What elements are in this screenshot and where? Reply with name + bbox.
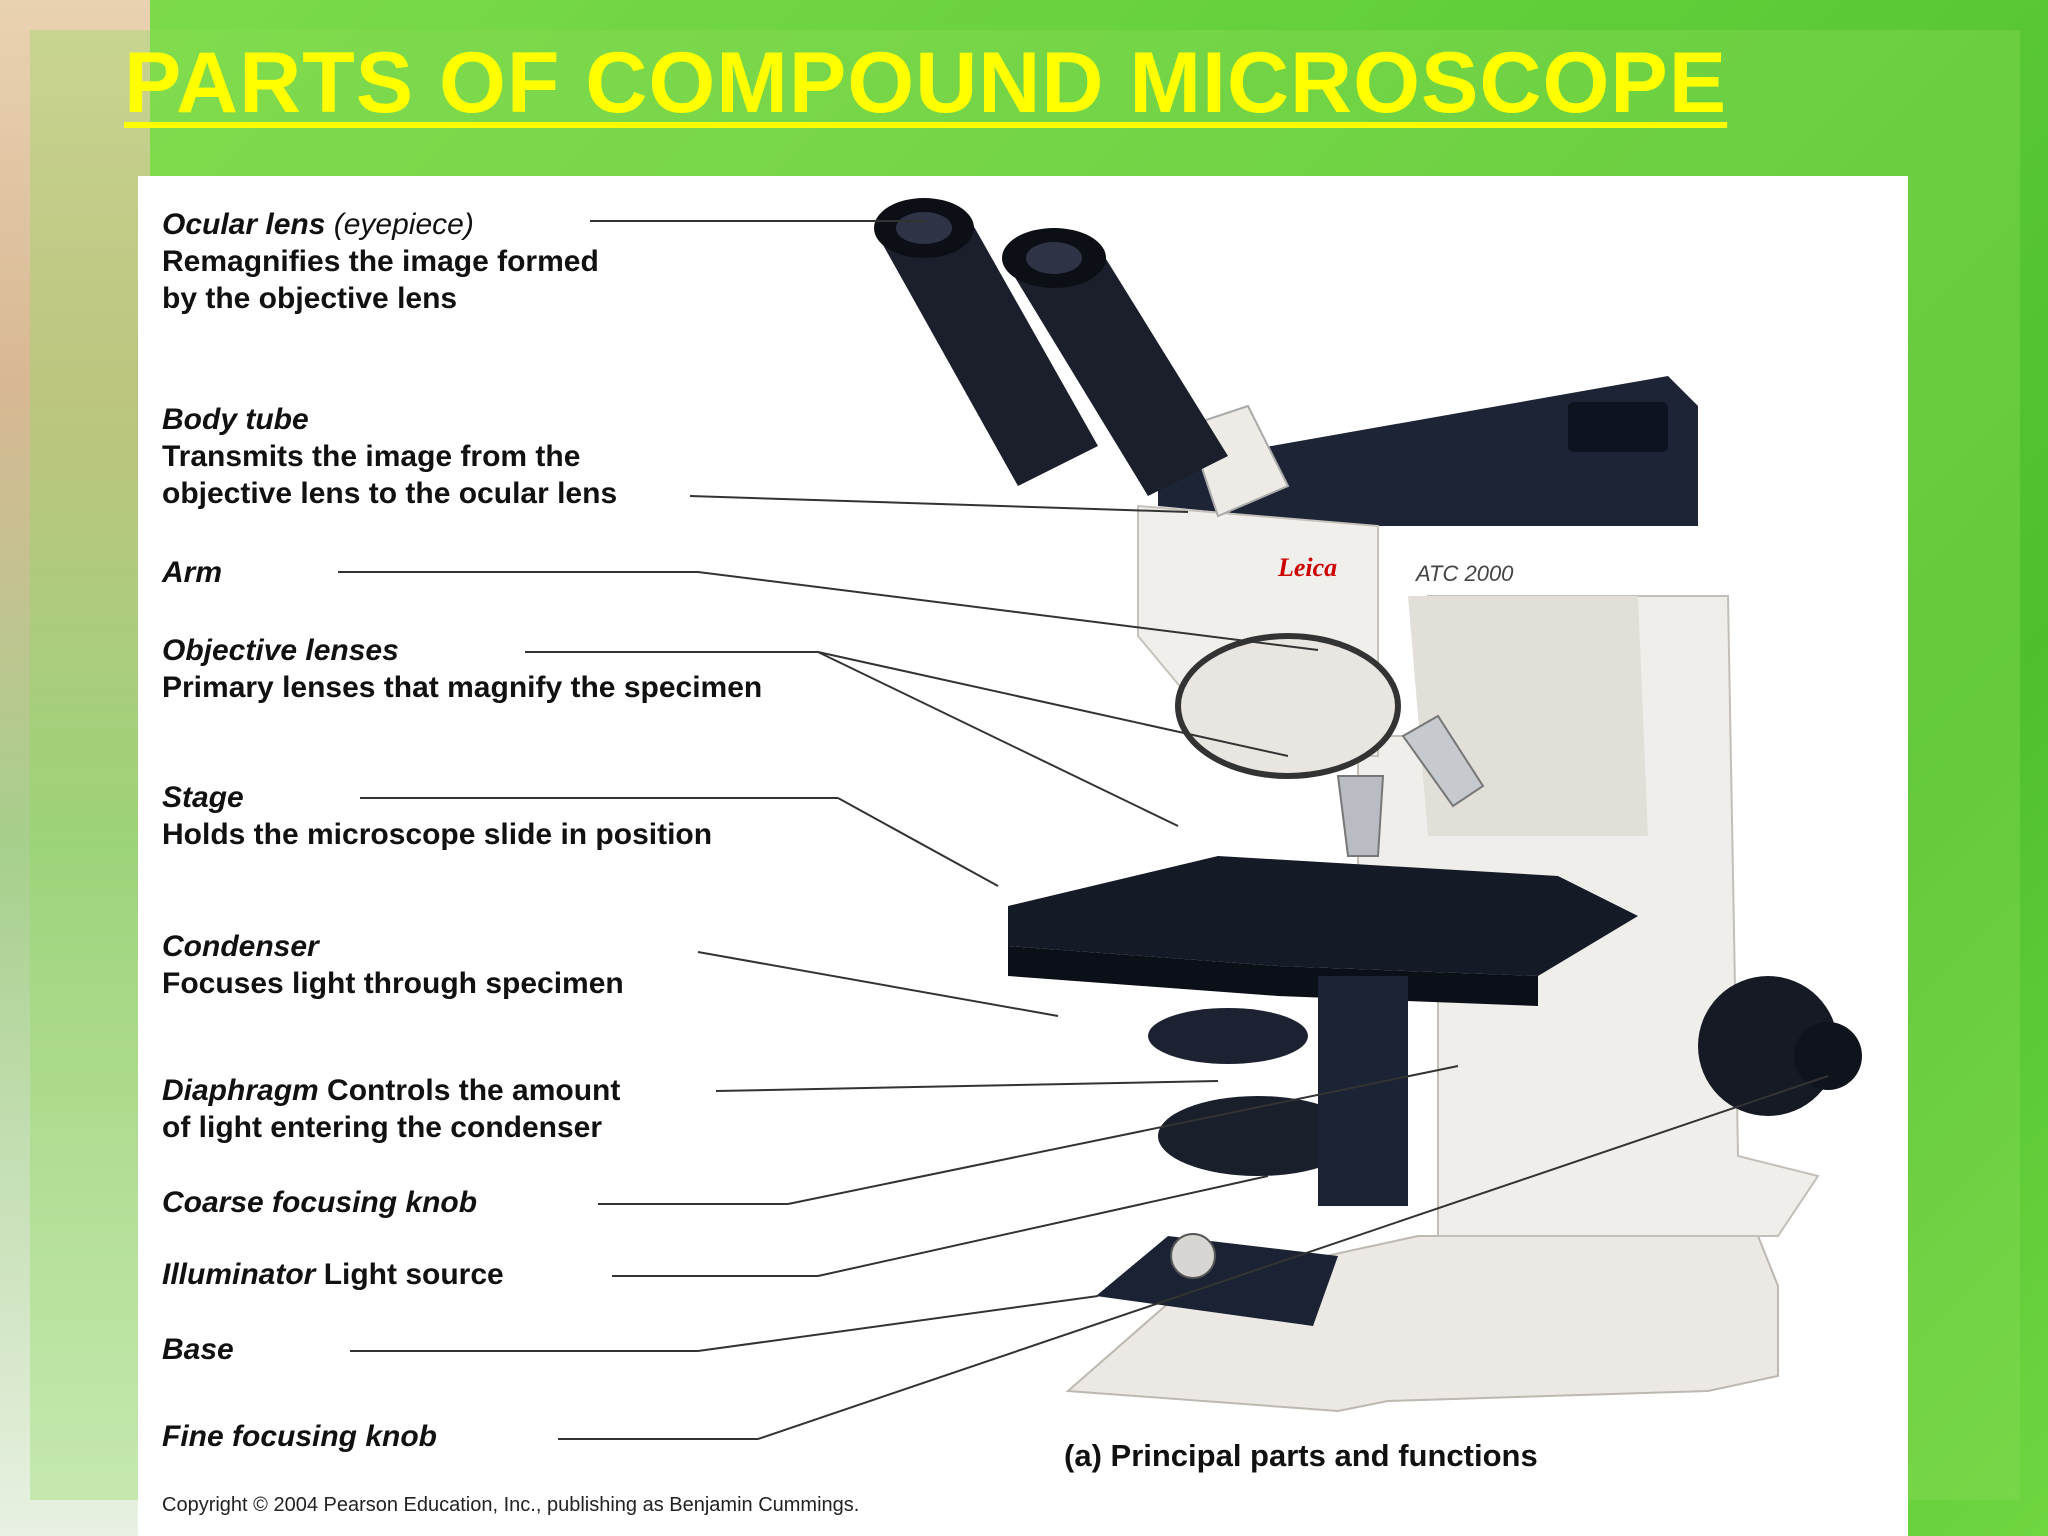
arm-inner	[1408, 596, 1648, 836]
objective-lens-right	[1401, 714, 1485, 808]
fine-knob	[1794, 1022, 1862, 1090]
diaphragm-ring	[1158, 1096, 1358, 1176]
coarse-knob	[1698, 976, 1838, 1116]
head-dark-top	[1158, 376, 1698, 526]
brand-logo: Leica	[1277, 553, 1337, 582]
figure-caption: (a) Principal parts and functions	[1064, 1438, 1538, 1473]
background-photo-strip	[0, 0, 150, 1536]
label-ocular-lens: Ocular lens (eyepiece) Remagnifies the i…	[162, 208, 599, 315]
label-condenser: Condenser Focuses light through specimen	[162, 930, 624, 1000]
label-objective-lenses: Objective lenses Primary lenses that mag…	[162, 634, 763, 704]
slide-title: PARTS OF COMPOUND MICROSCOPE	[124, 35, 1728, 131]
label-fine-focusing-knob: Fine focusing knob	[162, 1420, 437, 1453]
focus-column	[1318, 976, 1408, 1206]
eyepiece-left	[874, 198, 1098, 486]
label-base: Base	[162, 1333, 234, 1366]
eyepiece-right	[1002, 228, 1228, 496]
condenser-body	[1148, 1008, 1308, 1064]
microscope-illustration: Leica ATC 2000	[338, 198, 1862, 1440]
microscope-stage	[1008, 856, 1638, 976]
label-arm: Arm	[162, 556, 223, 589]
model-text: ATC 2000	[1414, 561, 1514, 586]
label-stage: Stage Holds the microscope slide in posi…	[162, 781, 713, 851]
nosepiece	[1175, 633, 1401, 779]
leader-lines	[338, 220, 1829, 1440]
label-diaphragm: Diaphragm Controls the amount of light e…	[162, 1074, 621, 1144]
illuminator-dial	[1170, 1233, 1216, 1279]
label-illuminator: Illuminator Light source	[162, 1258, 504, 1291]
diagram-panel: Leica ATC 2000	[138, 176, 1908, 1536]
head-window	[1568, 402, 1668, 452]
label-body-tube: Body tube Transmits the image from the o…	[162, 403, 618, 510]
objective-lens-center	[1336, 775, 1385, 857]
copyright-notice: Copyright © 2004 Pearson Education, Inc.…	[162, 1494, 860, 1516]
label-coarse-focusing-knob: Coarse focusing knob	[162, 1186, 478, 1219]
